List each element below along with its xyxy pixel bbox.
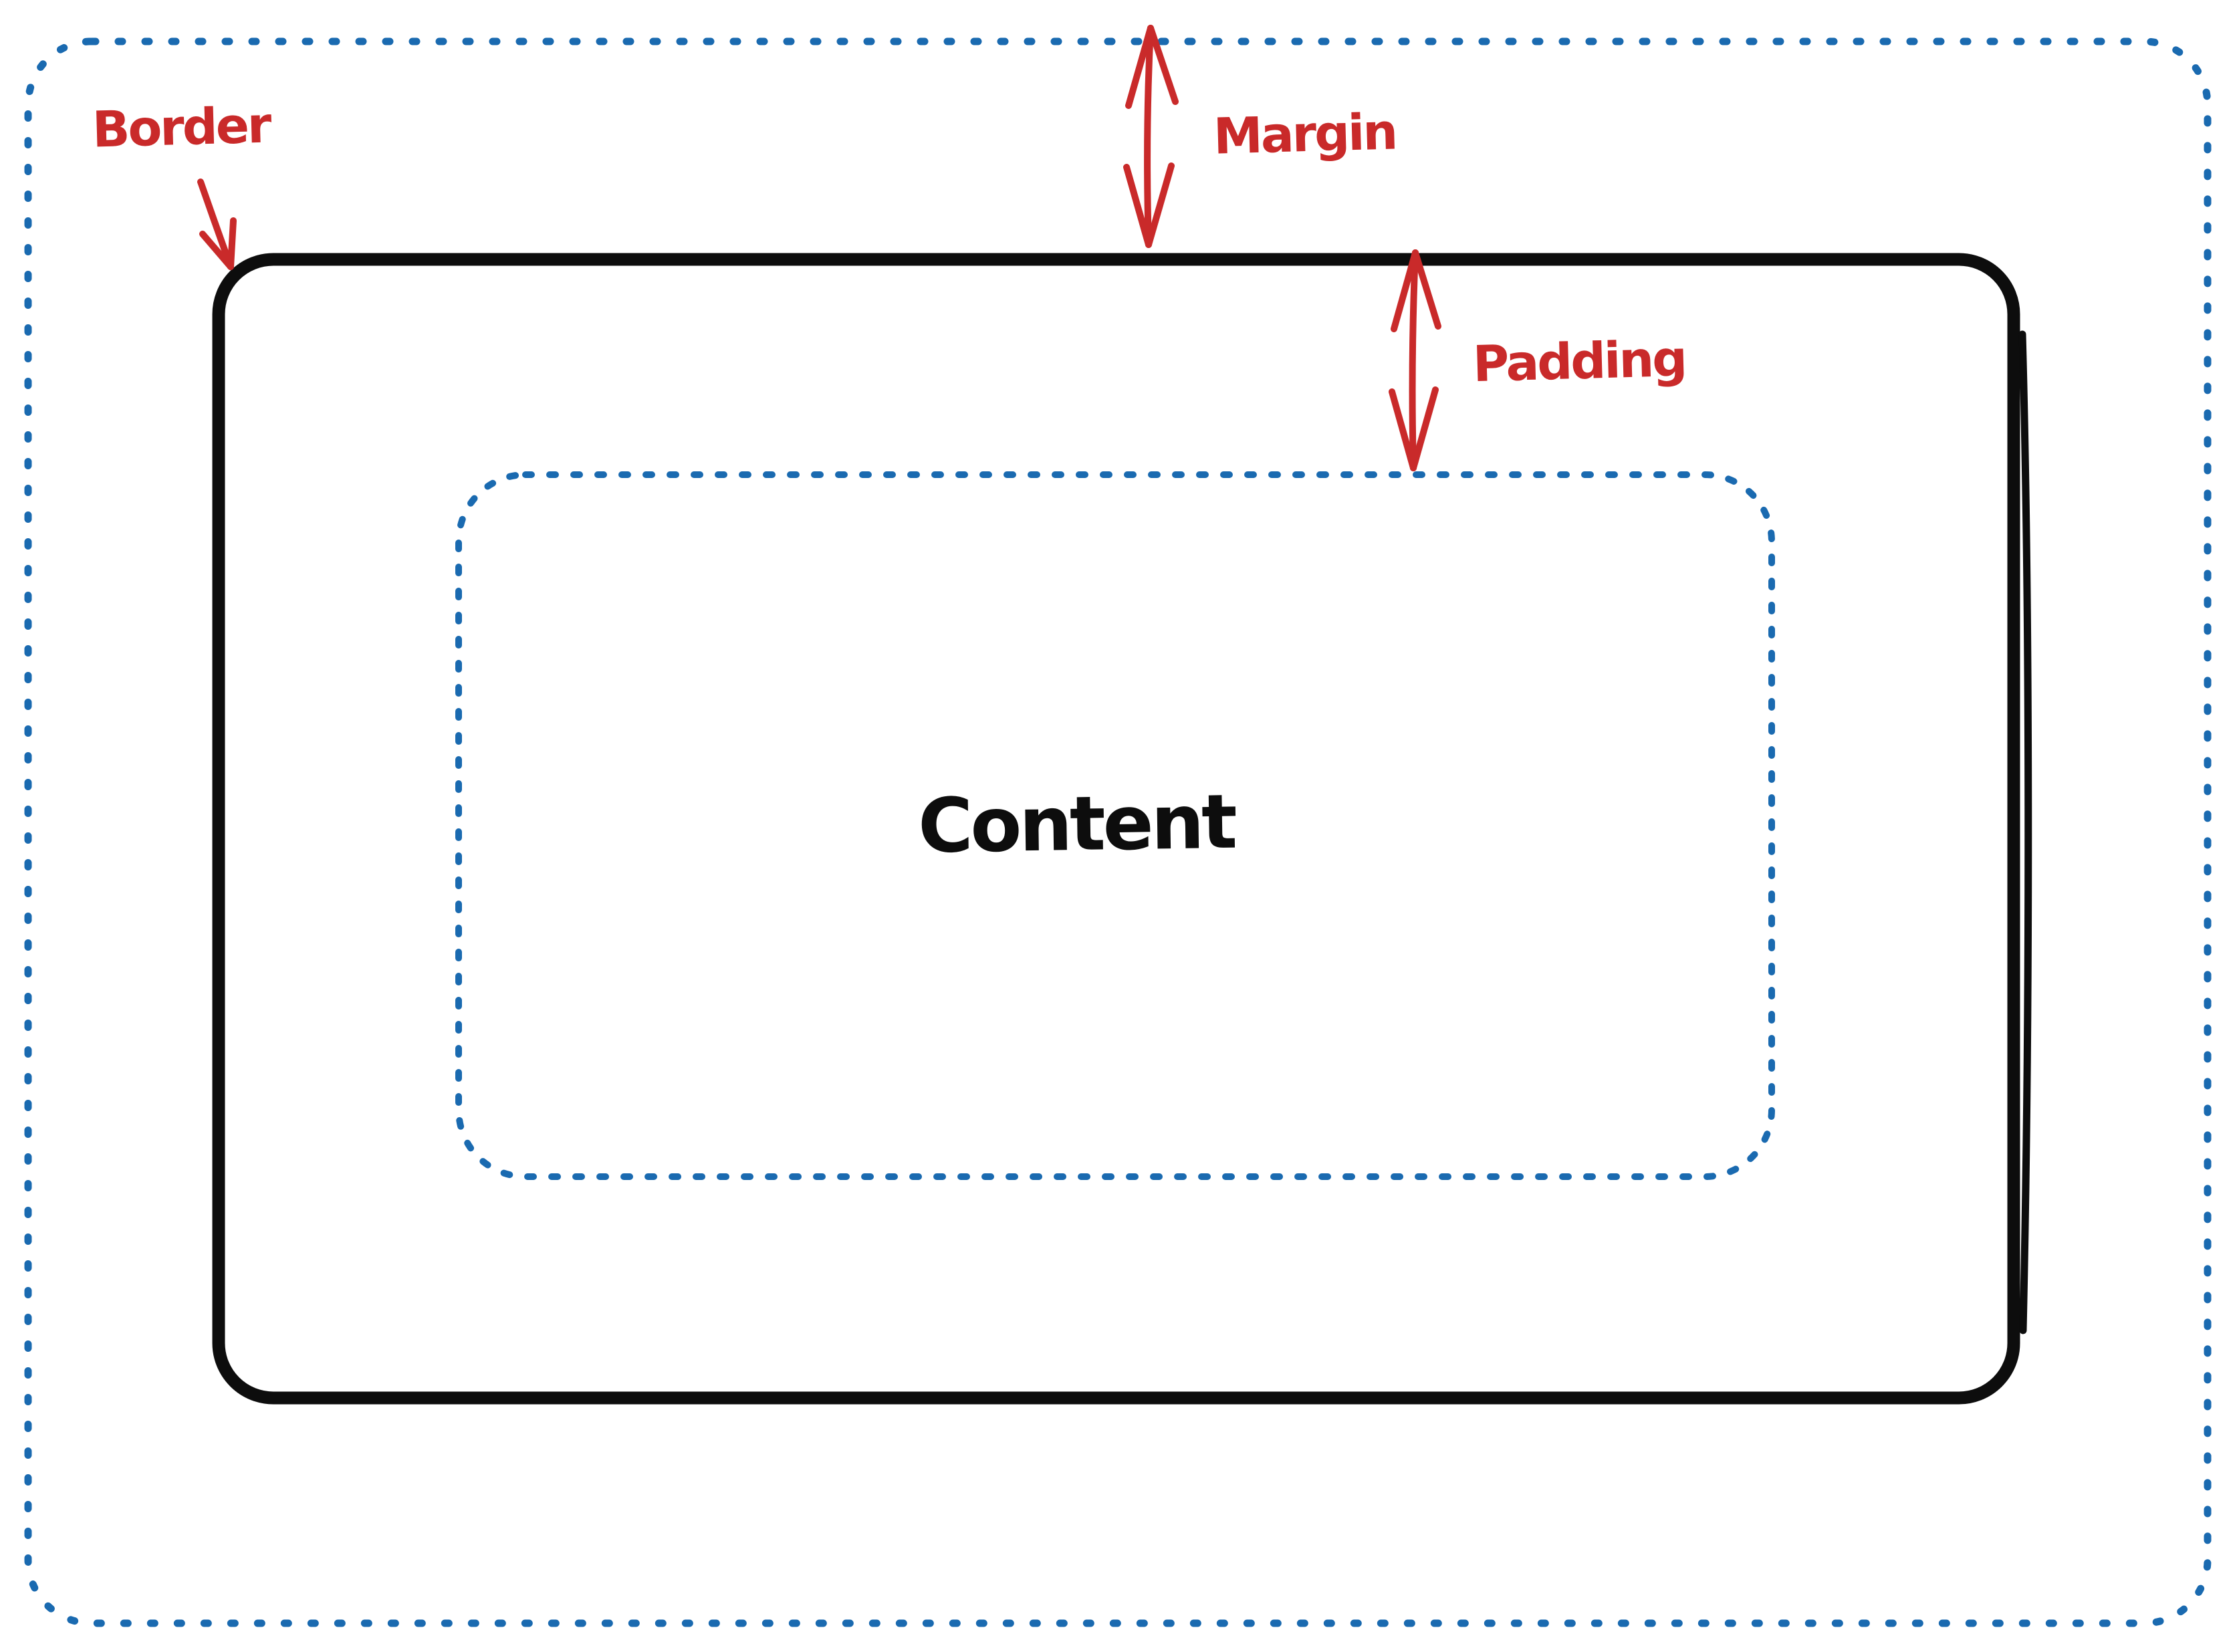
margin-boundary-rect bbox=[24, 37, 2212, 1627]
content-label: Content bbox=[917, 778, 1235, 870]
margin-arrow bbox=[1123, 25, 1179, 248]
margin-label: Margin bbox=[1212, 103, 1397, 166]
border-rect bbox=[212, 253, 2020, 1405]
border-arrow bbox=[197, 179, 237, 270]
padding-boundary-rect bbox=[455, 471, 1775, 1180]
padding-label: Padding bbox=[1471, 330, 1687, 394]
border-rect-sketch-overlap bbox=[2018, 330, 2032, 1334]
border-label: Border bbox=[91, 96, 271, 159]
padding-arrow bbox=[1389, 249, 1441, 471]
